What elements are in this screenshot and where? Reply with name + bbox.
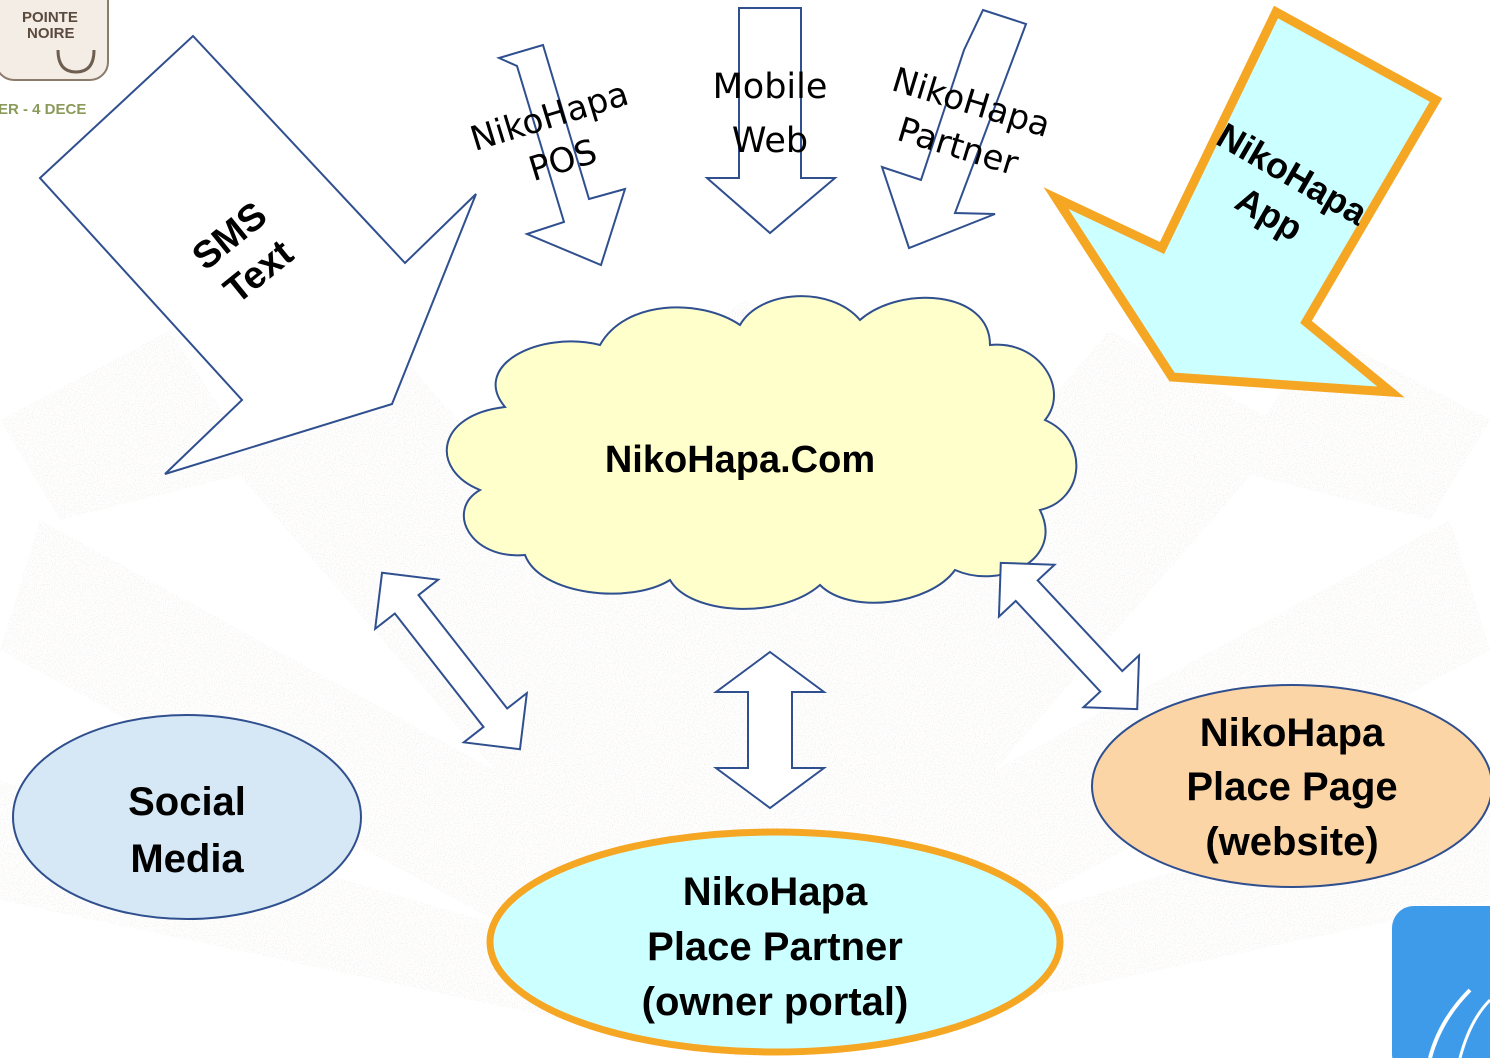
social-line2: Media [130,837,244,881]
place-partner-double-arrow [712,650,828,810]
place-page-line2: Place Page [1186,765,1397,809]
hub-cloud: NikoHapa.Com [445,295,1078,610]
place-partner-line1: NikoHapa [683,870,868,914]
mobile-arrow-line2: Web [732,121,808,161]
logo-line2: NOIRE [27,25,75,42]
social-media-node: Social Media [12,714,362,920]
sms-text-arrow: SMS Text [38,34,477,475]
place-partner-node: NikoHapa Place Partner (owner portal) [486,828,1064,1056]
event-logo: POINTE NOIRE ER - 4 DECE [0,0,109,118]
social-double-arrow [373,571,529,751]
place-partner-line2: Place Partner [647,925,903,969]
place-page-double-arrow [997,561,1141,711]
place-page-node: NikoHapa Place Page (website) [1091,684,1490,888]
place-page-line1: NikoHapa [1200,711,1385,755]
hub-label: NikoHapa.Com [605,439,875,481]
social-line1: Social [128,780,246,824]
mobile-arrow-line1: Mobile [713,67,828,107]
corner-decoration [1392,906,1490,1058]
mobile-web-arrow: Mobile Web [704,7,838,235]
app-arrow: NikoHapa App [1043,5,1443,398]
place-partner-line3: (owner portal) [642,980,909,1024]
logo-tagline: ER - 4 DECE [0,101,86,118]
logo-line1: POINTE [22,9,78,26]
place-page-line3: (website) [1205,820,1378,864]
